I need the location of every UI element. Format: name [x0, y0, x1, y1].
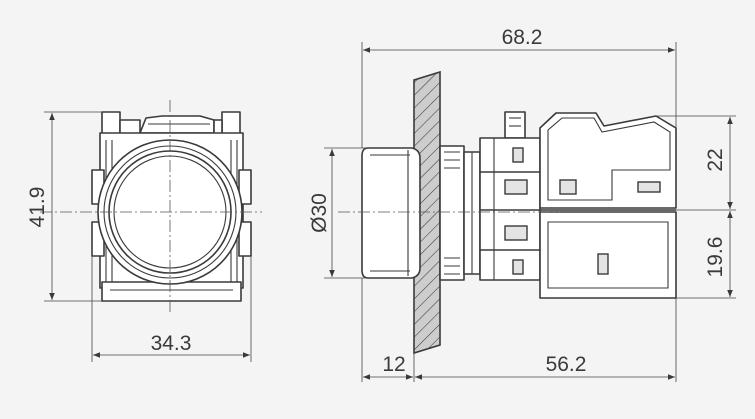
dim-diameter-label: Ø30 [308, 193, 331, 233]
overall-depth-dimension: 68.2 [361, 26, 677, 148]
dim-bezel-depth-label: 12 [382, 353, 405, 376]
side-neck [439, 145, 465, 281]
dim-width-label: 34.3 [151, 332, 192, 355]
diameter-dimension: Ø30 [308, 147, 368, 279]
front-height-dimension: 41.9 [26, 111, 102, 302]
side-view [338, 70, 677, 355]
dim-upper-block-label: 22 [704, 148, 727, 171]
front-view [40, 100, 262, 312]
front-right-lug-upper [238, 169, 252, 205]
dim-body-depth-label: 56.2 [546, 353, 587, 376]
dim-height-label: 41.9 [26, 187, 49, 228]
front-right-lug-lower [238, 221, 252, 257]
side-contact-stack [479, 137, 541, 281]
side-knob [504, 111, 526, 139]
bezel-depth-dimension: 12 [361, 278, 415, 382]
dim-lower-block-label: 19.6 [704, 237, 727, 278]
dim-overall-depth-label: 68.2 [502, 26, 543, 49]
upper-block-dimension: 22 [656, 115, 736, 211]
lower-block-dimension: 19.6 [676, 211, 736, 299]
side-bezel [361, 147, 421, 279]
front-base [101, 281, 242, 302]
body-depth-dimension: 56.2 [415, 298, 677, 382]
front-width-dimension: 34.3 [91, 256, 252, 362]
